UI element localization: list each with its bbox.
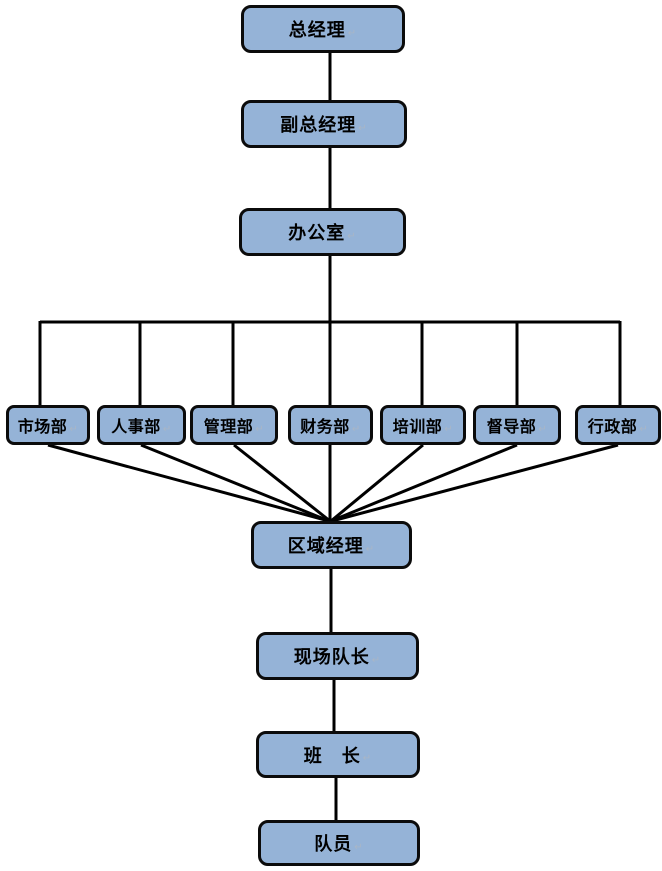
org-node-label: 市场部 <box>17 419 68 436</box>
org-node-label: 行政部 <box>587 419 638 436</box>
org-node-training-dept: 培训部 ↵ <box>380 405 466 445</box>
connector-administration-regional <box>331 443 619 523</box>
org-node-label: 队员 <box>314 834 353 854</box>
org-node-hr-dept: 人事部 ↵ <box>97 405 186 445</box>
org-node-squad-leader: 班 长 ↵ <box>256 731 420 778</box>
connector-management-regional <box>233 443 331 523</box>
paragraph-mark-icon: ↵ <box>354 841 364 853</box>
org-node-site-team-leader: 现场队长 ↵ <box>256 632 419 680</box>
paragraph-mark-icon: ↵ <box>351 423 361 435</box>
org-node-label: 培训部 <box>392 419 443 436</box>
org-node-label: 办公室 <box>288 223 346 243</box>
org-node-label: 督导部 <box>486 419 537 436</box>
org-node-administration-dept: 行政部 ↵ <box>575 405 661 445</box>
org-node-label: 总经理 <box>288 20 346 40</box>
org-node-general-manager: 总经理 ↵ <box>241 5 405 53</box>
org-node-label: 区域经理 <box>287 536 364 556</box>
paragraph-mark-icon: ↵ <box>347 230 357 242</box>
paragraph-mark-icon: ↵ <box>371 654 382 666</box>
connector-training-regional <box>330 443 424 523</box>
org-node-label: 财务部 <box>300 419 350 436</box>
connector-supervision-regional <box>330 443 518 523</box>
paragraph-mark-icon: ↵ <box>365 543 376 555</box>
org-node-label: 班 长 <box>303 745 361 766</box>
paragraph-mark-icon: ↵ <box>538 423 548 435</box>
connector-marketing-regional <box>47 443 330 523</box>
org-node-label: 人事部 <box>111 419 161 436</box>
org-node-marketing-dept: 市场部 ↵ <box>6 405 90 445</box>
org-node-label: 副总经理 <box>280 115 357 135</box>
paragraph-mark-icon: ↵ <box>255 423 265 435</box>
paragraph-mark-icon: ↵ <box>362 753 373 764</box>
paragraph-mark-icon: ↵ <box>444 423 454 435</box>
org-node-deputy-general-manager: 副总经理 ↵ <box>241 100 407 148</box>
paragraph-mark-icon: ↵ <box>358 122 368 134</box>
org-node-regional-manager: 区域经理 ↵ <box>251 521 412 569</box>
org-node-label: 管理部 <box>203 419 254 436</box>
paragraph-mark-icon: ↵ <box>639 423 649 435</box>
connector-hr-regional <box>140 443 330 523</box>
org-node-office: 办公室 ↵ <box>239 208 406 256</box>
org-node-team-member: 队员 ↵ <box>258 820 420 866</box>
paragraph-mark-icon: ↵ <box>69 423 79 435</box>
org-node-management-dept: 管理部 ↵ <box>190 405 278 445</box>
org-node-finance-dept: 财务部 ↵ <box>288 405 373 445</box>
paragraph-mark-icon: ↵ <box>347 27 358 39</box>
paragraph-mark-icon: ↵ <box>162 423 172 435</box>
org-node-supervision-dept: 督导部 ↵ <box>473 405 561 445</box>
org-node-label: 现场队长 <box>293 647 370 667</box>
